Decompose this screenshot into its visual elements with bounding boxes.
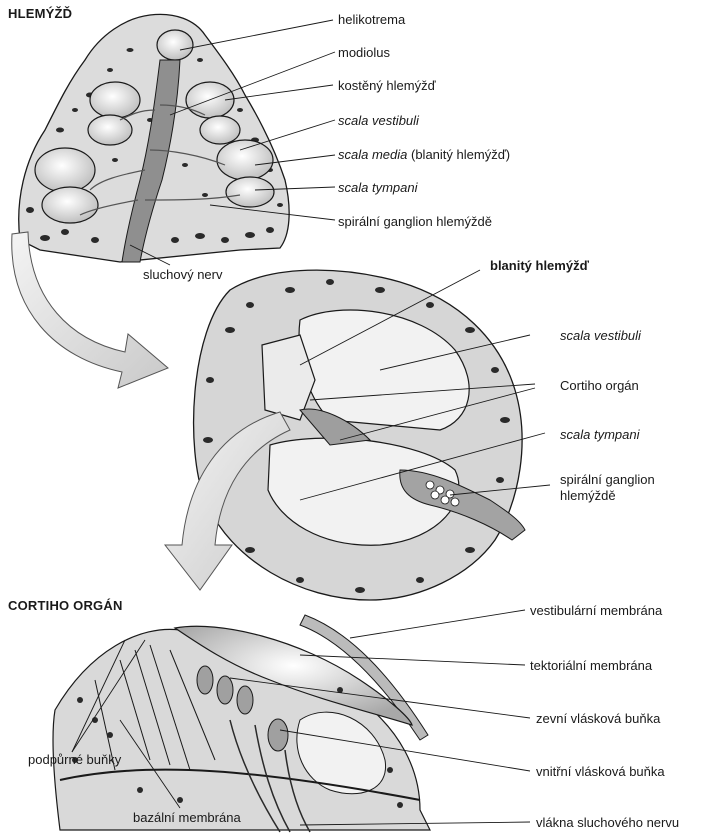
label-inner-hair-cell: vnitřní vlásková buňka — [536, 764, 665, 779]
label-scala-tympani-mid: scala tympani — [560, 427, 639, 442]
label-vestibular-membrane: vestibulární membrána — [530, 603, 662, 618]
label-spiral-ganglion-top: spirální ganglion hlemýždě — [338, 214, 492, 229]
label-bony-cochlea: kostěný hlemýžď — [338, 78, 436, 93]
label-scala-vestibuli-top: scala vestibuli — [338, 113, 419, 128]
label-modiolus: modiolus — [338, 45, 390, 60]
scala-media-note: (blanitý hlemýžď) — [411, 147, 510, 162]
label-supporting-cells: podpůrné buňky — [28, 752, 121, 767]
label-scala-tympani-top: scala tympani — [338, 180, 417, 195]
label-spiral-ganglion-mid-2: hlemýždě — [560, 488, 616, 503]
label-outer-hair-cell: zevní vlásková buňka — [536, 711, 660, 726]
label-helicotrema: helikotrema — [338, 12, 405, 27]
label-scala-vestibuli-mid: scala vestibuli — [560, 328, 641, 343]
label-auditory-nerve: sluchový nerv — [143, 267, 222, 282]
label-auditory-nerve-fibers: vlákna sluchového nervu — [536, 815, 679, 830]
label-basilar-membrane: bazální membrána — [133, 810, 241, 825]
cochlea-heading: HLEMÝŽĎ — [8, 6, 72, 21]
cochlea-section-drawing — [19, 14, 289, 262]
label-tectorial-membrane: tektoriální membrána — [530, 658, 652, 673]
organ-of-corti-drawing — [53, 615, 430, 832]
organ-of-corti-heading: CORTIHO ORGÁN — [8, 598, 123, 613]
label-organ-of-corti-mid: Cortiho orgán — [560, 378, 639, 393]
label-scala-media: scala media (blanitý hlemýžď) — [338, 147, 510, 162]
label-spiral-ganglion-mid-1: spirální ganglion — [560, 472, 655, 487]
label-membranous-cochlea: blanitý hlemýžď — [490, 258, 589, 273]
scala-media-term: scala media — [338, 147, 407, 162]
